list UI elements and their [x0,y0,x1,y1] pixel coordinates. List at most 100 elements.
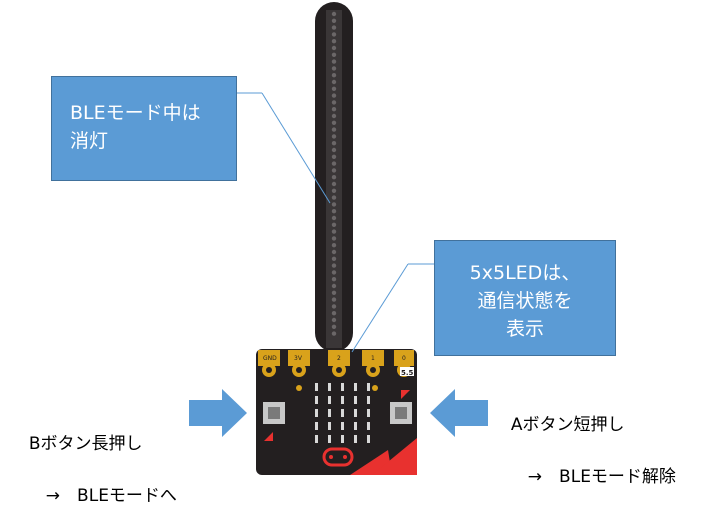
matrix-led [367,396,370,404]
strip-led [331,175,337,180]
button-a-marker [401,390,410,399]
strip-led [331,120,337,126]
matrix-led [341,383,344,391]
strip-led [331,154,337,159]
strip-led [331,249,337,255]
diagram-canvas: GND 3V 2 1 0 5.5 [189,2,488,475]
matrix-led [315,383,318,391]
matrix-led [367,422,370,430]
matrix-led [341,422,344,430]
matrix-led [341,435,344,443]
callout-ble-leader-b [261,92,331,204]
strip-led [331,229,337,234]
strip-led [331,79,337,85]
strip-led [331,93,337,98]
button-a-note-line1: Aボタン短押し [510,415,625,435]
strip-led [331,324,337,329]
strip-led [331,39,337,44]
strip-led [331,277,337,282]
strip-led [331,147,337,153]
pin-label-1: 1 [371,355,375,362]
matrix-led [367,383,370,391]
matrix-led [354,396,357,404]
led-strip-leds [331,11,337,336]
strip-led [331,290,337,295]
matrix-led [328,409,331,417]
strip-led [331,215,337,221]
edge-connector: GND 3V 2 1 0 5.5 [258,350,414,377]
pin-label-gnd: GND [263,355,277,362]
pin-label-5-5: 5.5 [401,369,414,377]
strip-led [331,297,337,302]
strip-led [331,11,337,17]
strip-led [331,141,337,146]
strip-led [331,202,337,207]
strip-led [331,86,337,92]
button-a[interactable] [390,402,412,424]
button-b-note: Bボタン長押し → BLEモードへ [18,405,177,509]
strip-led [331,195,337,200]
button-b-note-line1: Bボタン長押し [28,434,143,454]
strip-led [331,236,337,241]
button-a-note: Aボタン短押し → BLEモード解除 [500,386,676,490]
callout-ble-mode-off: BLEモード中は 消灯 [51,76,237,181]
microbit-logo [322,447,354,467]
button-a-note-line2: → BLEモード解除 [510,467,676,487]
matrix-led [367,435,370,443]
matrix-led [367,409,370,417]
callout-led-status: 5x5LEDは、 通信状態を 表示 [434,240,616,356]
matrix-led [354,383,357,391]
strip-led [331,181,337,187]
callout-led-line2: 通信状態を [477,290,573,312]
callout-led-line3: 表示 [505,318,544,340]
strip-led [331,168,337,173]
strip-led [331,270,337,275]
matrix-led [328,396,331,404]
matrix-led [315,409,318,417]
pin-label-2: 2 [337,355,341,362]
strip-led [331,283,337,289]
matrix-led [328,435,331,443]
button-b-note-line2: → BLEモードへ [28,486,177,506]
strip-led [331,107,337,112]
pin-gnd [258,350,280,366]
strip-led [331,263,337,268]
matrix-led [341,396,344,404]
callout-ble-line2: 消灯 [70,130,109,152]
strip-led [331,256,337,261]
strip-led [331,209,337,214]
strip-led [331,32,337,37]
strip-led [331,317,337,323]
strip-led [331,243,337,248]
matrix-led [354,409,357,417]
strip-led [331,73,337,78]
strip-led [331,25,337,30]
strip-led [331,18,337,23]
strip-led [331,134,337,139]
matrix-led [315,435,318,443]
pin-2 [328,350,350,366]
board-red-corner [372,438,417,475]
strip-led [331,127,337,132]
button-b[interactable] [263,402,285,424]
strip-led [331,113,337,119]
strip-led [331,161,337,166]
strip-led [331,304,337,309]
matrix-led [354,422,357,430]
pin-0 [394,350,414,366]
led-matrix-5x5 [315,383,370,443]
matrix-led [341,409,344,417]
strip-led [331,45,337,51]
strip-led [331,331,337,336]
matrix-led [354,435,357,443]
strip-led [331,311,337,316]
matrix-led [328,383,331,391]
strip-led [331,100,337,105]
microbit-board: GND 3V 2 1 0 5.5 [256,349,417,475]
strip-led [331,188,337,193]
matrix-led [328,422,331,430]
arrow-left-to-button-a [430,389,488,437]
button-b-marker [264,432,273,441]
strip-led [331,59,337,64]
pin-label-0: 0 [402,355,406,362]
